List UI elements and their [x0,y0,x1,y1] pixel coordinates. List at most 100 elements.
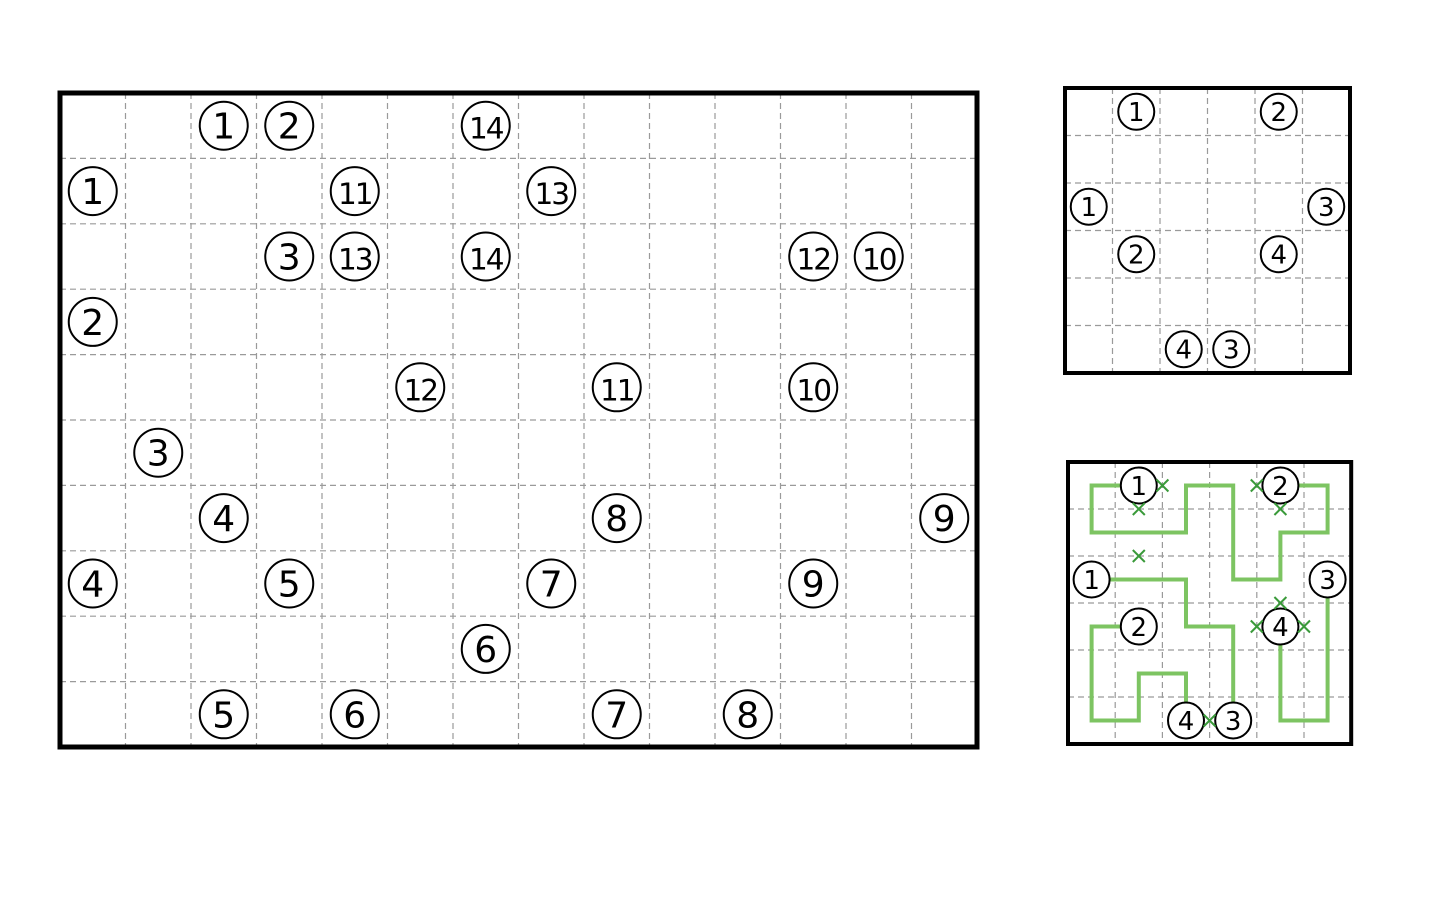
example-clue[interactable]: 1 [1117,92,1156,131]
solution-cross-mark [1132,549,1146,563]
solution-clue-number: 2 [1272,472,1289,502]
main-clue-circle [788,362,839,413]
solution-clue[interactable]: 1 [1072,560,1111,599]
main-clue[interactable]: 4 [198,493,249,544]
main-clue-number: 2 [81,303,104,344]
main-clue-circle [460,231,511,282]
main-clue-number: 12 [796,242,830,276]
main-clue[interactable]: 6 [329,689,380,740]
main-clue-circle [198,493,249,544]
solution-cross-mark [1250,478,1264,493]
main-clue[interactable]: 11 [329,166,380,217]
solution-clue[interactable]: 4 [1261,607,1300,646]
example-border [1063,86,1352,375]
main-clue-circle [198,100,249,151]
main-clue[interactable]: 7 [526,558,577,609]
main-clue[interactable]: 8 [722,689,773,740]
example-clue[interactable]: 1 [1069,187,1108,226]
solution-clue[interactable]: 2 [1261,466,1300,505]
solution-clue-circle [1119,607,1158,646]
main-clue-number: 7 [605,695,628,736]
main-clue[interactable]: 13 [329,231,380,282]
solution-clue-number: 4 [1178,707,1195,737]
main-clue-number: 11 [338,177,372,211]
main-clue[interactable]: 2 [264,100,315,151]
solution-cross-mark [1297,619,1311,634]
main-clue[interactable]: 3 [133,427,184,478]
example-clue[interactable]: 3 [1307,187,1346,226]
solution-clue-number: 1 [1083,566,1100,596]
main-clue[interactable]: 12 [395,362,446,413]
solution-clue-number: 4 [1272,613,1289,643]
main-clue[interactable]: 12 [788,231,839,282]
main-clue[interactable]: 11 [591,362,642,413]
example-clue-number: 4 [1270,241,1287,271]
main-clue[interactable]: 10 [853,231,904,282]
solution-path-line [1278,579,1330,723]
main-clue[interactable]: 1 [198,100,249,151]
main-clue-circle [329,231,380,282]
main-clue-circle [788,231,839,282]
solution-clue[interactable]: 4 [1167,701,1205,740]
main-clue-number: 11 [600,373,634,407]
solution-clue[interactable]: 3 [1214,701,1253,740]
example-clue-number: 4 [1175,336,1192,366]
main-clue[interactable]: 9 [788,558,839,609]
main-clue-number: 10 [796,373,830,407]
main-clue-circle [198,689,249,740]
main-clue-number: 9 [802,564,825,605]
main-clue[interactable]: 1 [67,166,118,217]
main-clue[interactable]: 3 [264,231,315,282]
example-clue[interactable]: 4 [1259,235,1298,274]
solution-clue[interactable]: 3 [1308,560,1347,599]
main-clue-circle [395,362,446,413]
main-clue-number: 10 [862,242,896,276]
main-clue[interactable]: 13 [526,166,577,217]
solution-clue-number: 1 [1131,472,1148,502]
main-clue-number: 4 [81,564,104,605]
main-clue[interactable]: 14 [460,100,511,151]
example-clue-number: 2 [1270,98,1287,128]
solution-cross-mark [1132,502,1146,516]
main-clue-circle [526,166,577,217]
main-clue[interactable]: 10 [788,362,839,413]
main-clue-circle [67,296,118,347]
example-clue-number: 3 [1318,193,1335,223]
main-clue[interactable]: 8 [591,493,642,544]
main-clue-circle [591,493,642,544]
main-clue-number: 4 [212,499,235,540]
example-clue-circle [1259,235,1298,274]
solution-clue-circle [1308,560,1347,599]
main-clue-number: 5 [212,695,235,736]
main-clue-circle [460,623,511,674]
main-clue[interactable]: 2 [67,296,118,347]
example-clue-circle [1117,92,1156,131]
main-clue[interactable]: 9 [919,493,970,544]
example-clue-circle [1069,187,1108,226]
main-clue[interactable]: 4 [67,558,118,609]
example-clue[interactable]: 4 [1164,330,1203,369]
main-clue-circle [67,558,118,609]
main-clue[interactable]: 6 [460,623,511,674]
solution-clue[interactable]: 2 [1119,607,1158,646]
example-clue[interactable]: 2 [1117,235,1156,274]
solution-clue-number: 3 [1319,566,1336,596]
main-clue[interactable]: 14 [460,231,511,282]
example-clue-circle [1164,330,1203,369]
solution-path-line [1091,577,1236,721]
main-clue[interactable]: 5 [264,558,315,609]
main-clue-circle [919,493,970,544]
example-clue[interactable]: 3 [1212,330,1251,369]
main-clue[interactable]: 5 [198,689,249,740]
example-clue[interactable]: 2 [1259,92,1298,131]
solution-cross-mark [1273,596,1288,610]
main-clue-circle [460,100,511,151]
solution-clue-circle [1261,607,1300,646]
example-clue-number: 2 [1128,241,1145,271]
solution-clue[interactable]: 1 [1119,466,1158,505]
main-clue[interactable]: 7 [591,689,642,740]
main-clue-number: 6 [343,695,366,736]
main-clue-number: 14 [469,242,504,276]
main-clue-number: 14 [469,112,504,146]
example-clue-number: 1 [1080,193,1097,223]
